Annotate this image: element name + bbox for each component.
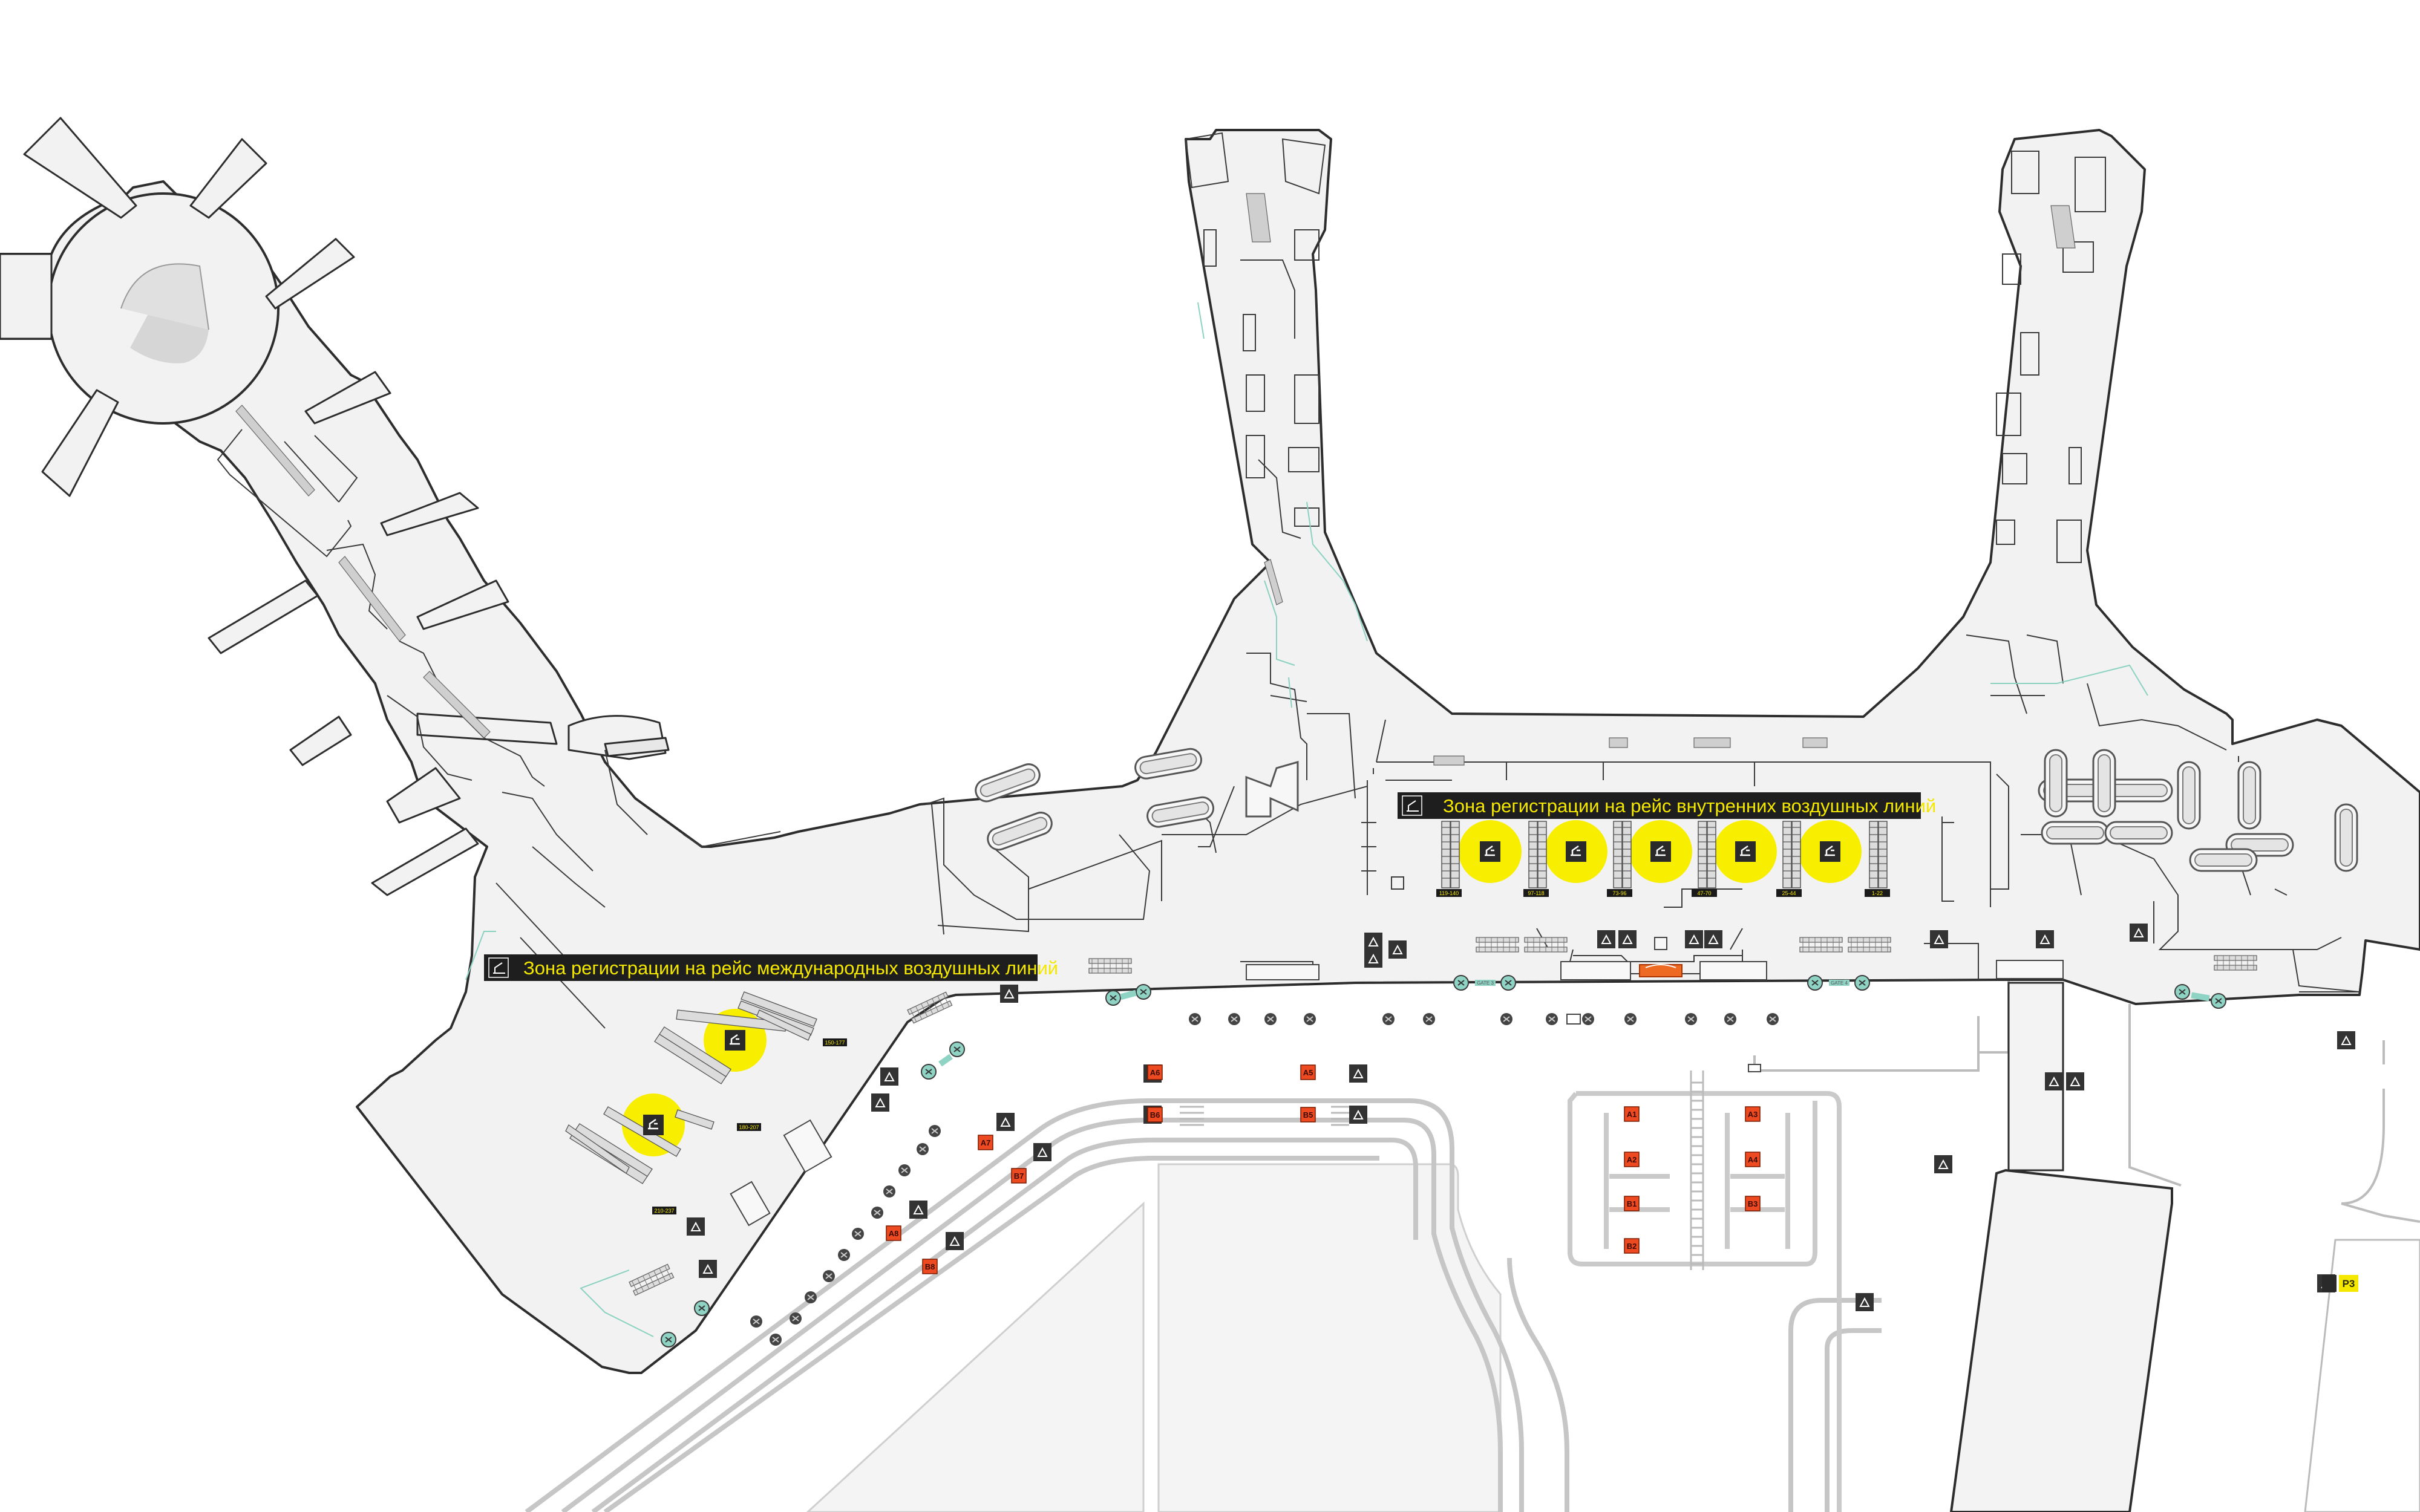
range-label-1: 119-140 [1439,890,1459,896]
parking-label-b7: B7 [1014,1171,1024,1181]
range-label-intl-1: 150-177 [825,1040,845,1046]
entrance-paths [465,302,2148,1337]
range-label-intl-2: 180-207 [739,1124,759,1130]
service-desks [730,937,2064,1227]
parking-label-b1: B1 [1627,1199,1637,1208]
entrances: GATE 3 GATE 4 [661,975,2226,1347]
range-label-2: 97-118 [1528,890,1544,896]
parking-label-a2: A2 [1627,1155,1637,1164]
parking-label-a3: A3 [1748,1110,1758,1119]
range-label-4: 47-70 [1697,890,1711,896]
parking-label-a4: A4 [1748,1155,1758,1164]
parking-label-b6: B6 [1150,1110,1160,1119]
parking-label-b8: B8 [925,1262,935,1271]
counter-range-labels: 119-140 97-118 73-96 47-70 25-44 1-22 [1436,889,1890,897]
parking-label-a7: A7 [981,1138,991,1147]
range-label-6: 1-22 [1872,890,1883,896]
parking-p3[interactable]: P3 [2322,1275,2358,1292]
parking-label-a6: A6 [1150,1068,1160,1077]
parking-label-a8: A8 [889,1229,899,1238]
stair-marks [235,193,2076,766]
gate-labels: GATE 3 GATE 4 [938,980,2210,1067]
parking-p3-label: P3 [2343,1278,2355,1289]
parking-label-b3: B3 [1748,1199,1758,1208]
parking-label-b5: B5 [1303,1110,1313,1119]
bus-stop-markers [750,1012,1779,1346]
parking-markers[interactable]: A7 B7 A8 B8 A6 B6 A5 B5 A1 A3 A2 A4 B1 B… [886,1064,1761,1274]
parking-label-a1: A1 [1627,1110,1637,1119]
baggage-belts [972,746,2358,872]
range-label-3: 73-96 [1612,890,1626,896]
parking-label-a5: A5 [1303,1068,1313,1077]
range-label-intl-3: 210-237 [654,1208,674,1214]
gate-label-4: GATE 4 [1831,980,1848,986]
counter-rows-intl [565,991,817,1184]
international-zone-label: Зона регистрации на рейс международных в… [523,957,1058,979]
roads-layer [525,968,2420,1512]
domestic-checkin-zone: 119-140 97-118 73-96 47-70 25-44 1-22 Зо… [1398,792,1936,897]
gate-label-3: GATE 3 [1477,980,1494,986]
domestic-zone-banner[interactable]: Зона регистрации на рейс внутренних возд… [1398,792,1936,819]
counter-range-labels-intl: 150-177 180-207 210-237 [652,1038,847,1214]
domestic-zone-label: Зона регистрации на рейс внутренних возд… [1443,795,1936,816]
range-label-5: 25-44 [1782,890,1796,896]
international-checkin-zone: 150-177 180-207 210-237 Зона регистрации… [484,954,1058,1214]
gate-piers [23,117,670,896]
international-zone-banner[interactable]: Зона регистрации на рейс международных в… [484,954,1058,981]
parking-label-b2: B2 [1627,1242,1637,1251]
